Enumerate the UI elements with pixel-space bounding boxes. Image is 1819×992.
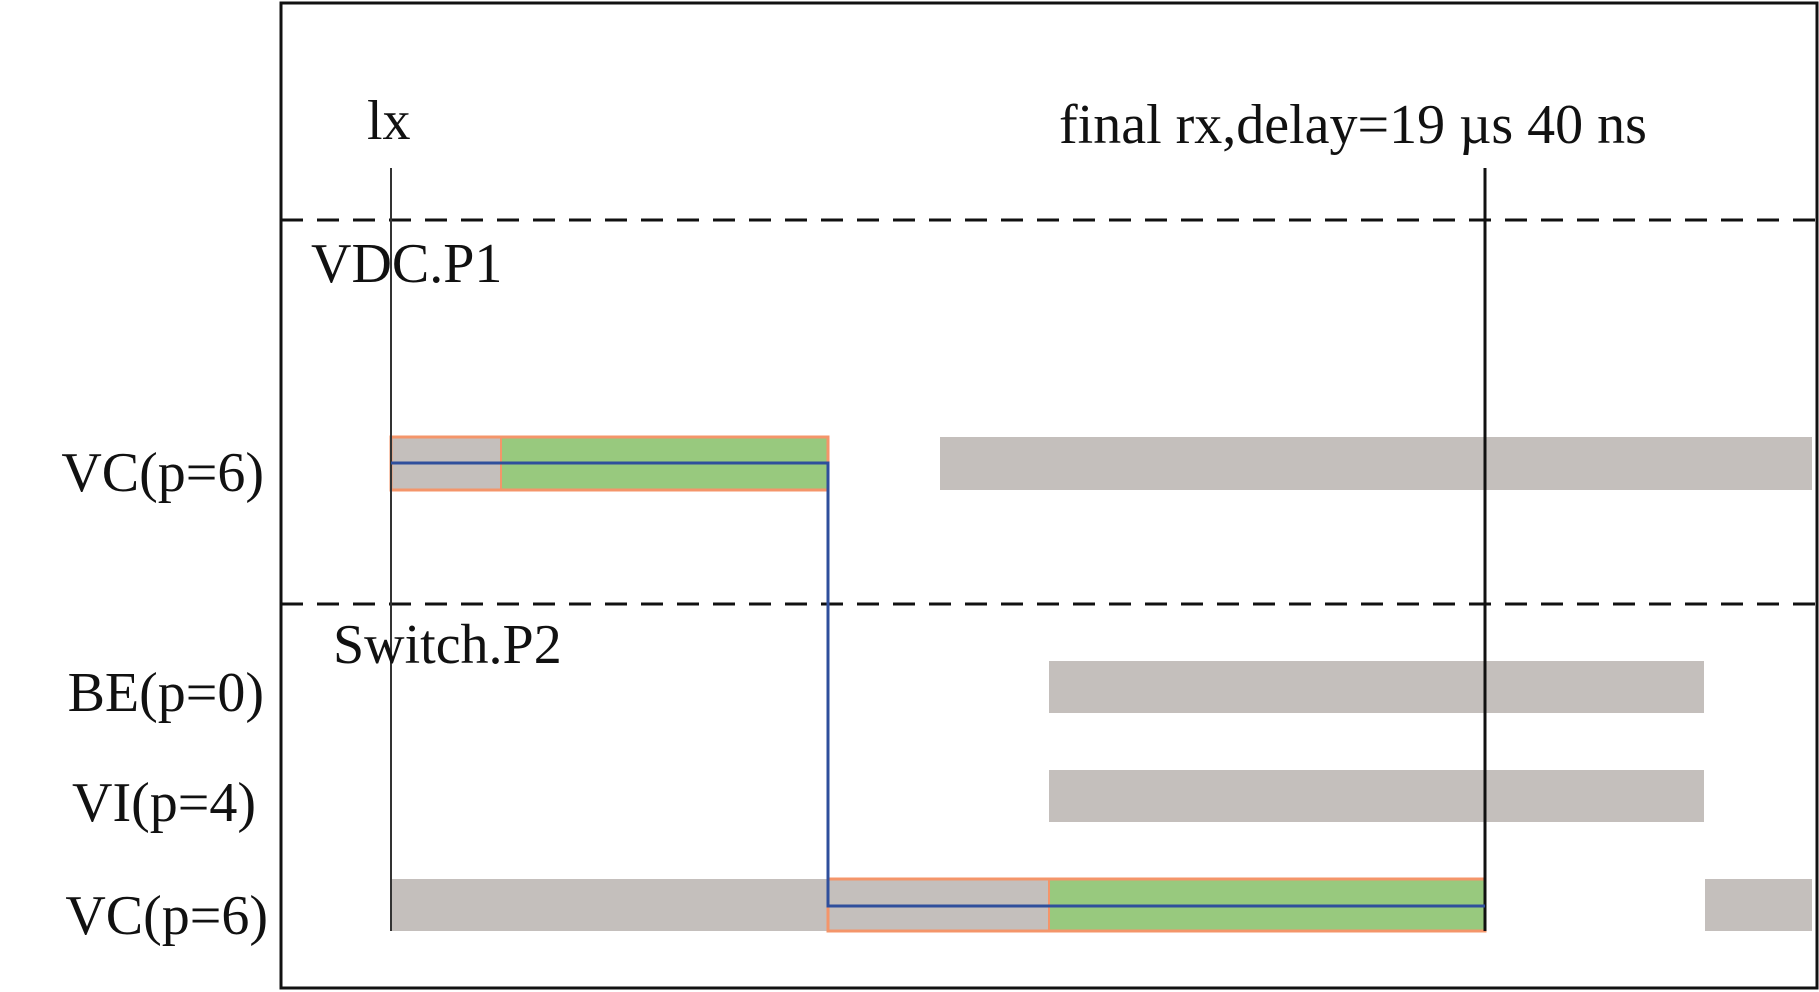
- diagram-frame: [279, 1, 1819, 990]
- end-marker-label: final rx,delay=19 µs 40 ns: [1059, 94, 1647, 156]
- section-title-switch: Switch.P2: [333, 614, 562, 676]
- row-label: VC(p=6): [65, 885, 268, 947]
- row-label: VC(p=6): [61, 442, 264, 504]
- switch-be-busy-bar: [1049, 661, 1704, 713]
- section-title-vdc: VDC.P1: [311, 233, 502, 295]
- switch-vc-busy-bar: [391, 879, 828, 931]
- packet-path-line: [391, 461, 1485, 908]
- row-label: VI(p=4): [72, 772, 256, 834]
- switch-vc-busy-bar-2: [1705, 879, 1812, 931]
- vdc-vc-busy-bar: [940, 437, 1812, 490]
- switch-vi-busy-bar: [1049, 770, 1704, 822]
- row-label: BE(p=0): [68, 662, 264, 724]
- start-marker-label: lx: [367, 90, 411, 152]
- bars: [389, 435, 1812, 933]
